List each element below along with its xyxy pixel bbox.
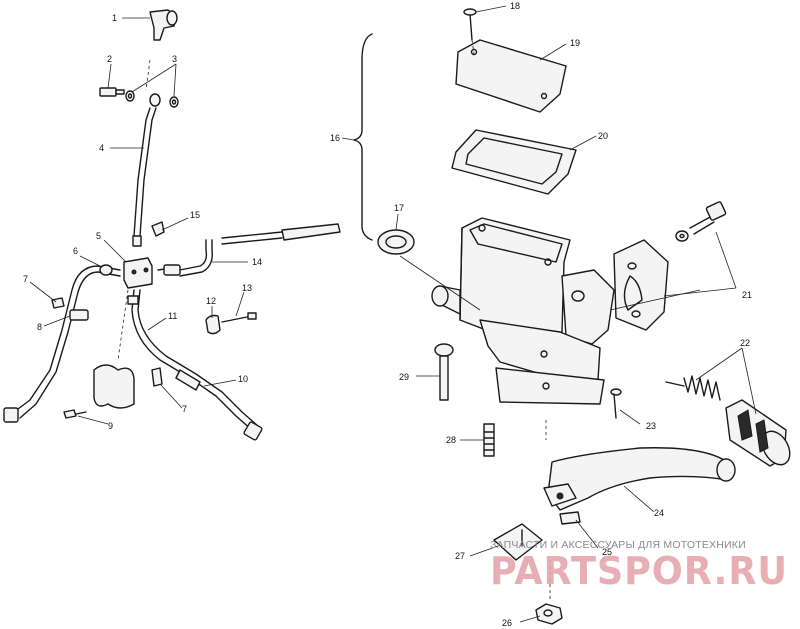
callout-4: 4	[99, 143, 104, 153]
callout-16: 16	[330, 133, 340, 143]
callout-6: 6	[73, 246, 78, 256]
piston-spring	[683, 375, 721, 401]
leader-lines	[29, 5, 757, 623]
callout-12: 12	[206, 296, 216, 306]
callout-7b: 7	[182, 404, 187, 414]
callout-labels: 1 2 3 4 5 6 7 7 8 9 10 11 12 13 14 15 16…	[23, 1, 752, 628]
callout-18: 18	[510, 1, 520, 11]
callout-14: 14	[252, 257, 262, 267]
watermark-brand: PARTSPOR.RU	[490, 549, 788, 593]
callout-28: 28	[446, 435, 456, 445]
master-cylinder-assembly	[353, 8, 791, 625]
callout-19: 19	[570, 38, 580, 48]
callout-13: 13	[242, 283, 252, 293]
callout-22: 22	[740, 338, 750, 348]
callout-23: 23	[646, 421, 656, 431]
callout-7a: 7	[23, 274, 28, 284]
callout-1: 1	[112, 13, 117, 23]
callout-5: 5	[96, 231, 101, 241]
callout-17: 17	[394, 203, 404, 213]
callout-15: 15	[190, 210, 200, 220]
callout-25: 25	[602, 547, 612, 557]
callout-26: 26	[502, 618, 512, 628]
callout-21: 21	[742, 290, 752, 300]
watermark-tagline: ЗАПЧАСТИ И АКСЕССУАРЫ ДЛЯ МОТОТЕХНИКИ	[490, 539, 746, 551]
callout-27: 27	[455, 551, 465, 561]
callout-2: 2	[107, 54, 112, 64]
callout-9: 9	[108, 421, 113, 431]
callout-8: 8	[37, 322, 42, 332]
watermark: ЗАПЧАСТИ И АКСЕССУАРЫ ДЛЯ МОТОТЕХНИКИ PA…	[490, 539, 788, 593]
callout-24: 24	[654, 508, 664, 518]
callout-20: 20	[598, 131, 608, 141]
callout-29: 29	[399, 372, 409, 382]
callout-3: 3	[172, 54, 177, 64]
brake-line-assembly	[3, 9, 341, 441]
callout-11: 11	[168, 311, 177, 321]
callout-10: 10	[238, 374, 248, 384]
